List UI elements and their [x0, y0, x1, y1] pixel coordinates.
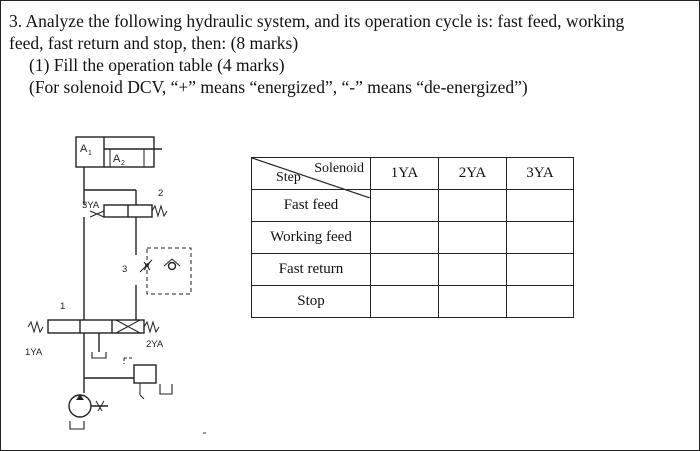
- valve-3ya: 3YA 2: [82, 188, 168, 218]
- table-header-row: Solenoid Step 1YA 2YA 3YA: [251, 157, 574, 198]
- row-step-label: Working feed: [251, 221, 371, 254]
- throttle-valve: 3: [122, 217, 192, 320]
- table-row: Fast feed: [251, 189, 574, 222]
- cylinder-label-a1: A: [80, 143, 88, 155]
- stray-mark: [203, 432, 206, 434]
- hydraulic-cylinder: A 1 A 2: [75, 136, 162, 168]
- row-step-label: Fast return: [251, 253, 371, 286]
- pump-symbol: [68, 333, 134, 430]
- question-line-3: (1) Fill the operation table (4 marks): [29, 55, 285, 75]
- label-3: 3: [122, 264, 127, 275]
- cylinder-label-a2-sub: 2: [121, 160, 125, 167]
- operation-table: Solenoid Step 1YA 2YA 3YA Fast feed Work…: [251, 157, 574, 318]
- hydraulic-circuit-diagram: A 1 A 2 3YA 2 3 1 1YA 2YA: [25, 136, 192, 430]
- column-header-1ya: 1YA: [370, 157, 439, 190]
- table-cell[interactable]: [438, 221, 507, 254]
- label-2: 2: [158, 188, 163, 199]
- question-text: 3. Analyze the following hydraulic syste…: [9, 10, 694, 98]
- relief-valve: [123, 357, 173, 400]
- row-step-label: Fast feed: [251, 189, 371, 222]
- header-step-label: Step: [276, 170, 301, 185]
- label-1ya: 1YA: [25, 347, 43, 358]
- table-cell[interactable]: [438, 189, 507, 222]
- table-cell[interactable]: [506, 253, 574, 286]
- table-row: Stop: [251, 285, 574, 318]
- table-cell[interactable]: [438, 253, 507, 286]
- header-diagonal-line: [252, 158, 370, 198]
- table-cell[interactable]: [506, 189, 574, 222]
- header-step-solenoid: Solenoid Step: [251, 157, 371, 198]
- cylinder-label-a1-sub: 1: [88, 150, 92, 157]
- column-header-3ya: 3YA: [506, 157, 574, 190]
- label-3ya: 3YA: [82, 200, 100, 211]
- question-line-4: (For solenoid DCV, “+” means “energized”…: [29, 77, 528, 97]
- table-cell[interactable]: [506, 285, 574, 318]
- table-cell[interactable]: [506, 221, 574, 254]
- cylinder-label-a2: A: [113, 153, 121, 165]
- table-cell[interactable]: [370, 221, 439, 254]
- label-2ya: 2YA: [146, 339, 164, 350]
- question-line-1: 3. Analyze the following hydraulic syste…: [9, 11, 625, 31]
- table-row: Working feed: [251, 221, 574, 254]
- table-cell[interactable]: [370, 253, 439, 286]
- table-cell[interactable]: [438, 285, 507, 318]
- main-dcv: 1 1YA 2YA: [25, 301, 164, 358]
- row-step-label: Stop: [251, 285, 371, 318]
- label-1: 1: [60, 301, 65, 312]
- table-row: Fast return: [251, 253, 574, 286]
- question-line-2: feed, fast return and stop, then: (8 mar…: [9, 33, 299, 53]
- table-cell[interactable]: [370, 189, 439, 222]
- table-cell[interactable]: [370, 285, 439, 318]
- header-solenoid-label: Solenoid: [314, 161, 364, 176]
- column-header-2ya: 2YA: [438, 157, 507, 190]
